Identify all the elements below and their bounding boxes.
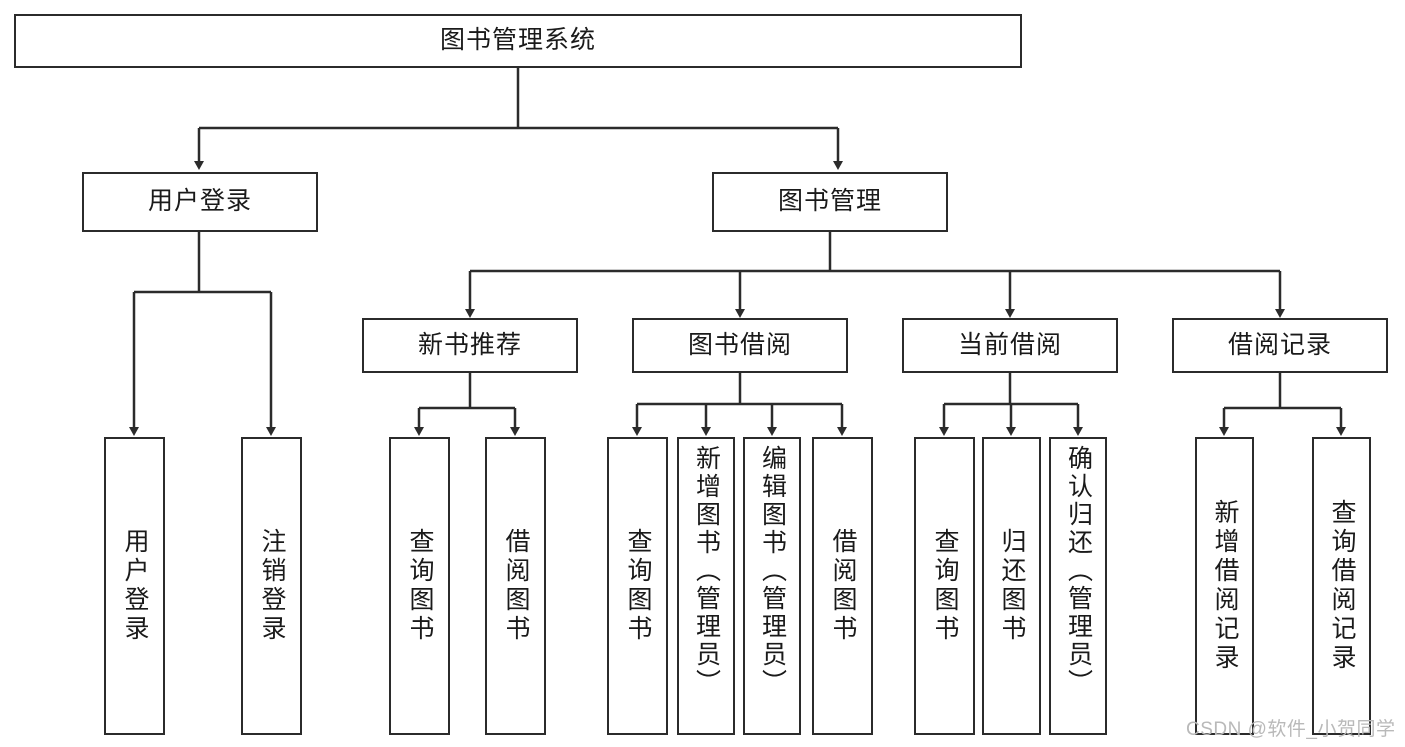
node-root-system[interactable]: 图书管理系统 bbox=[14, 14, 1022, 68]
node-label: 新增图书（管理员） bbox=[692, 445, 721, 697]
leaf-return-book[interactable]: 归还图书 bbox=[982, 437, 1041, 735]
node-new-book-recommend[interactable]: 新书推荐 bbox=[362, 318, 578, 373]
node-label: 借阅记录 bbox=[1227, 330, 1332, 359]
node-label: 图书管理系统 bbox=[439, 26, 596, 55]
node-label: 图书管理 bbox=[777, 187, 882, 216]
leaf-query-book-current[interactable]: 查询图书 bbox=[914, 437, 975, 735]
leaf-borrow-book-new[interactable]: 借阅图书 bbox=[485, 437, 546, 735]
node-label: 新增借阅记录 bbox=[1211, 499, 1239, 673]
leaf-add-borrow-record[interactable]: 新增借阅记录 bbox=[1195, 437, 1254, 735]
node-user-login[interactable]: 用户登录 bbox=[82, 172, 318, 232]
node-book-borrow[interactable]: 图书借阅 bbox=[632, 318, 848, 373]
node-label: 查询图书 bbox=[931, 528, 959, 644]
leaf-confirm-return-admin[interactable]: 确认归还（管理员） bbox=[1049, 437, 1107, 735]
node-label: 当前借阅 bbox=[957, 330, 1062, 359]
leaf-edit-book-admin[interactable]: 编辑图书（管理员） bbox=[743, 437, 801, 735]
leaf-query-book-new[interactable]: 查询图书 bbox=[389, 437, 450, 735]
node-label: 借阅图书 bbox=[829, 528, 857, 644]
leaf-user-login[interactable]: 用户登录 bbox=[104, 437, 165, 735]
node-label: 查询借阅记录 bbox=[1328, 499, 1356, 673]
node-label: 借阅图书 bbox=[502, 528, 530, 644]
node-label: 注销登录 bbox=[258, 528, 286, 644]
node-label: 确认归还（管理员） bbox=[1064, 445, 1093, 697]
leaf-add-book-admin[interactable]: 新增图书（管理员） bbox=[677, 437, 735, 735]
watermark: CSDN @软件_小贺同学 bbox=[1186, 719, 1396, 740]
leaf-query-book-borrow[interactable]: 查询图书 bbox=[607, 437, 668, 735]
node-book-management[interactable]: 图书管理 bbox=[712, 172, 948, 232]
node-label: 图书借阅 bbox=[687, 330, 792, 359]
node-label: 查询图书 bbox=[624, 528, 652, 644]
node-label: 查询图书 bbox=[406, 528, 434, 644]
node-label: 用户登录 bbox=[147, 187, 252, 216]
node-label: 新书推荐 bbox=[417, 330, 522, 359]
node-label: 归还图书 bbox=[998, 528, 1026, 644]
leaf-query-borrow-record[interactable]: 查询借阅记录 bbox=[1312, 437, 1371, 735]
leaf-user-logout[interactable]: 注销登录 bbox=[241, 437, 302, 735]
node-borrow-record[interactable]: 借阅记录 bbox=[1172, 318, 1388, 373]
node-current-borrow[interactable]: 当前借阅 bbox=[902, 318, 1118, 373]
leaf-borrow-book[interactable]: 借阅图书 bbox=[812, 437, 873, 735]
node-label: 用户登录 bbox=[121, 528, 149, 644]
node-label: 编辑图书（管理员） bbox=[758, 445, 787, 697]
